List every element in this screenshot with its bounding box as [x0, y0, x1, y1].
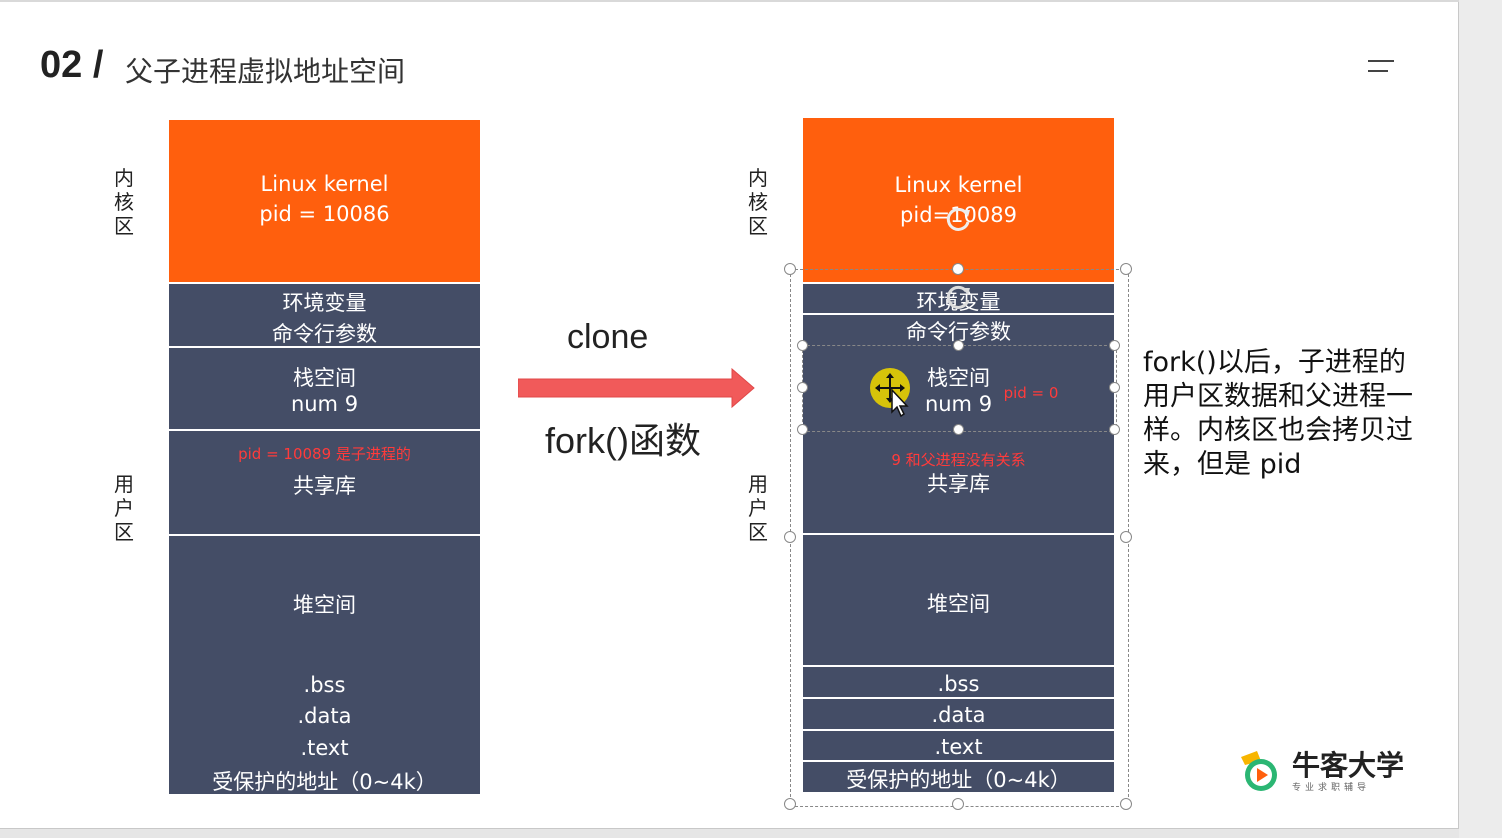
rotate-handle-icon[interactable]: [944, 282, 974, 312]
resize-handle-stack-ml[interactable]: [797, 382, 808, 393]
arrow-right-icon: [518, 368, 755, 409]
right-num-note: 9 和父进程没有关系: [891, 451, 1026, 469]
right-kernel-pid: pid=10089: [900, 203, 1017, 227]
right-heap: 堆空间: [927, 592, 990, 616]
right-env: 环境变量: [916, 290, 1001, 314]
resize-handle-stack-br[interactable]: [1109, 424, 1120, 435]
page-title: 父子进程虚拟地址空间: [125, 55, 406, 88]
clone-label: clone: [567, 318, 649, 356]
resize-handle-stack-tr[interactable]: [1109, 340, 1120, 351]
right-text: .text: [934, 735, 983, 759]
left-kernel-block: Linux kernel pid = 10086: [169, 120, 480, 282]
left-kernel-pid: pid = 10086: [259, 202, 390, 226]
resize-handle-br[interactable]: [1120, 798, 1132, 810]
right-protected: 受保护的地址（0~4k）: [846, 768, 1071, 792]
fork-label: fork()函数: [545, 420, 701, 461]
user-area-label-left: 用户区: [114, 472, 134, 544]
resize-handle-stack-mr[interactable]: [1109, 382, 1120, 393]
resize-handle-ml[interactable]: [784, 531, 796, 543]
section-number: 02 /: [40, 44, 104, 86]
left-env: 环境变量: [282, 291, 367, 315]
resize-handle-bc[interactable]: [952, 798, 964, 810]
logo-icon: [1241, 751, 1277, 791]
resize-handle-stack-bc[interactable]: [953, 424, 964, 435]
kernel-area-label-left: 内核区: [114, 166, 134, 238]
right-kernel-title: Linux kernel: [894, 173, 1023, 197]
left-protected: 受保护的地址（0~4k）: [212, 770, 437, 794]
left-shared-lib: 共享库: [293, 474, 356, 498]
left-data: .data: [297, 704, 352, 728]
move-cursor-icon: [870, 368, 910, 418]
logo-subtitle: 专业求职辅导: [1292, 783, 1371, 793]
right-kernel-block[interactable]: Linux kernel pid=10089: [803, 118, 1114, 282]
resize-handle-mr[interactable]: [1120, 531, 1132, 543]
left-heap: 堆空间: [293, 593, 356, 617]
resize-handle-tr[interactable]: [1120, 263, 1132, 275]
right-data: .data: [931, 703, 986, 727]
right-num: num 9: [924, 392, 993, 416]
resize-handle-stack-tc[interactable]: [953, 340, 964, 351]
logo-name: 牛客大学: [1292, 749, 1405, 782]
resize-handle-bl[interactable]: [784, 798, 796, 810]
right-user-block[interactable]: 环境变量 命令行参数 栈空间 num 9 pid = 0 9 和父进程没有关系 …: [803, 282, 1114, 792]
resize-handle-tc[interactable]: [952, 263, 964, 275]
right-shared-lib: 共享库: [927, 472, 990, 496]
description-text: fork()以后，子进程的用户区数据和父进程一样。内核区也会拷贝过来，但是 pi…: [1143, 347, 1413, 480]
selection-frame-stack[interactable]: [802, 345, 1117, 432]
left-user-block: 环境变量 命令行参数 栈空间 num 9 pid = 10089 是子进程的 共…: [169, 282, 480, 794]
left-stack: 栈空间: [293, 366, 356, 390]
rotate-handle-icon[interactable]: [944, 204, 974, 234]
right-pid-note: pid = 0: [1003, 384, 1059, 402]
right-bss: .bss: [937, 672, 980, 696]
left-bss: .bss: [303, 673, 346, 697]
left-num: num 9: [290, 392, 359, 416]
kernel-area-label-right: 内核区: [748, 166, 768, 238]
user-area-label-right: 用户区: [748, 472, 768, 544]
left-args: 命令行参数: [272, 322, 377, 346]
left-kernel-title: Linux kernel: [260, 172, 389, 196]
menu-icon[interactable]: [1366, 58, 1396, 76]
bottom-gutter: [0, 829, 1459, 838]
scrollbar-gutter[interactable]: [1459, 0, 1502, 838]
right-stack: 栈空间: [927, 366, 990, 390]
left-pid-note: pid = 10089 是子进程的: [238, 445, 411, 463]
resize-handle-stack-bl[interactable]: [797, 424, 808, 435]
left-text: .text: [300, 736, 349, 760]
resize-handle-stack-tl[interactable]: [797, 340, 808, 351]
resize-handle-tl[interactable]: [784, 263, 796, 275]
